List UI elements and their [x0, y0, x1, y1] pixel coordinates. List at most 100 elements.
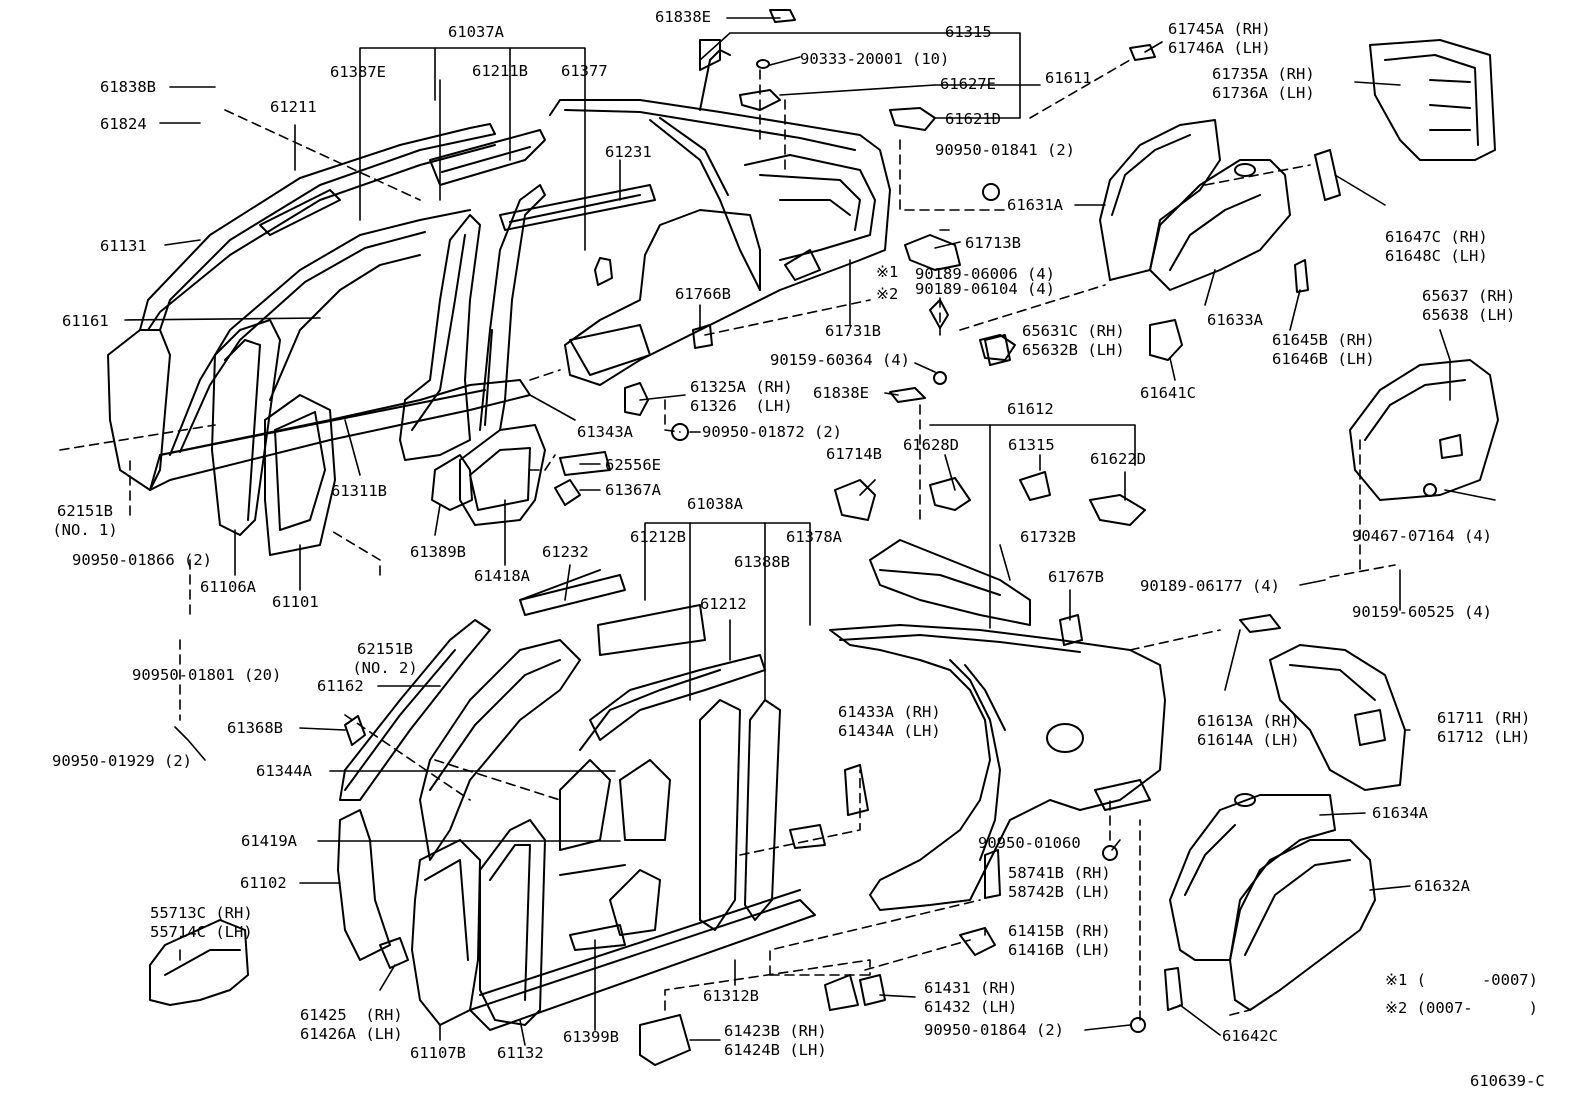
- part-label-61766B: 61766B: [675, 285, 731, 303]
- part-label-61161: 61161: [62, 312, 109, 330]
- part-label-61622D: 61622D: [1090, 450, 1146, 468]
- part-label-65631C: 65631C (RH) 65632B (LH): [1022, 322, 1125, 359]
- rear-wheel-house-lower: [1164, 614, 1406, 1011]
- part-label-61037A: 61037A: [448, 23, 504, 41]
- part-label-61415B: 61415B (RH) 61416B (LH): [1008, 922, 1111, 959]
- note-mark-1: ※1: [876, 263, 899, 281]
- upper-quarter-panel: [549, 9, 1156, 441]
- part-label-61418A: 61418A: [474, 567, 530, 585]
- part-label-62151B-no2: 62151B (NO. 2): [352, 640, 418, 677]
- part-label-61132: 61132: [497, 1044, 544, 1062]
- part-label-90950-01866: 90950-01866 (2): [72, 551, 212, 569]
- part-label-61038A: 61038A: [687, 495, 743, 513]
- part-label-61745A: 61745A (RH) 61746A (LH): [1168, 20, 1271, 57]
- part-label-61211B: 61211B: [472, 62, 528, 80]
- part-label-61838B: 61838B: [100, 78, 156, 96]
- part-label-61315-top: 61315: [945, 23, 992, 41]
- part-label-90950-01801: 90950-01801 (20): [132, 666, 282, 684]
- part-label-61612: 61612: [1007, 400, 1054, 418]
- part-label-61387E: 61387E: [330, 63, 386, 81]
- drawing-code: 610639-C: [1470, 1072, 1545, 1090]
- part-label-61767B: 61767B: [1048, 568, 1104, 586]
- part-label-61212B: 61212B: [630, 528, 686, 546]
- part-label-61647C: 61647C (RH) 61648C (LH): [1385, 228, 1488, 265]
- part-label-61315-mid: 61315: [1008, 436, 1055, 454]
- part-label-61634A: 61634A: [1372, 804, 1428, 822]
- part-label-61628D: 61628D: [903, 436, 959, 454]
- part-label-55713C: 55713C (RH) 55714C (LH): [150, 904, 253, 941]
- part-label-90950-01864: 90950-01864 (2): [924, 1021, 1064, 1039]
- part-label-61101: 61101: [272, 593, 319, 611]
- part-label-61824: 61824: [100, 115, 147, 133]
- part-label-90950-01872: 90950-01872 (2): [702, 423, 842, 441]
- part-label-61232: 61232: [542, 543, 589, 561]
- part-label-90189-06177: 90189-06177 (4): [1140, 577, 1280, 595]
- part-label-90950-01841: 90950-01841 (2): [935, 141, 1075, 159]
- part-label-61325A: 61325A (RH) 61326 (LH): [690, 378, 793, 415]
- upper-side-member-assembly: [107, 123, 656, 556]
- part-label-61611: 61611: [1045, 69, 1092, 87]
- lower-side-member-assembly: [149, 569, 826, 1066]
- part-label-90467-07164: 90467-07164 (4): [1352, 527, 1492, 545]
- part-label-61713B: 61713B: [965, 234, 1021, 252]
- part-label-61631A: 61631A: [1007, 196, 1063, 214]
- part-label-62556E: 62556E: [605, 456, 661, 474]
- part-label-61377: 61377: [561, 62, 608, 80]
- leader-lines: [124, 17, 1496, 1046]
- footnote-2: ※2 (0007- ): [1385, 999, 1538, 1017]
- part-label-61378A: 61378A: [786, 528, 842, 546]
- part-label-61735A: 61735A (RH) 61736A (LH): [1212, 65, 1315, 102]
- part-label-61162: 61162: [317, 677, 364, 695]
- part-label-61367A: 61367A: [605, 481, 661, 499]
- part-label-61344A: 61344A: [256, 762, 312, 780]
- part-label-61388B: 61388B: [734, 553, 790, 571]
- part-label-65637: 65637 (RH) 65638 (LH): [1422, 287, 1516, 324]
- mid-brackets: [554, 451, 1146, 646]
- part-label-61731B: 61731B: [825, 322, 881, 340]
- part-label-61311B: 61311B: [331, 482, 387, 500]
- part-label-61368B: 61368B: [227, 719, 283, 737]
- part-label-90159-60525: 90159-60525 (4): [1352, 603, 1492, 621]
- part-label-61641C: 61641C: [1140, 384, 1196, 402]
- part-label-61633A: 61633A: [1207, 311, 1263, 329]
- part-label-61399B: 61399B: [563, 1028, 619, 1046]
- part-label-61102: 61102: [240, 874, 287, 892]
- part-label-61212: 61212: [700, 595, 747, 613]
- part-label-90333-20001: 90333-20001 (10): [800, 50, 950, 68]
- part-label-61613A: 61613A (RH) 61614A (LH): [1197, 712, 1300, 749]
- part-label-61714B: 61714B: [826, 445, 882, 463]
- part-label-62151B-no1: 62151B (NO. 1): [52, 502, 118, 539]
- rear-wheel-house-upper: [979, 39, 1499, 501]
- part-label-61106A: 61106A: [200, 578, 256, 596]
- part-label-61419A: 61419A: [241, 832, 297, 850]
- part-label-90950-01929: 90950-01929 (2): [52, 752, 192, 770]
- part-label-61211: 61211: [270, 98, 317, 116]
- part-label-90159-60364: 90159-60364 (4): [770, 351, 910, 369]
- part-label-61732B: 61732B: [1020, 528, 1076, 546]
- lower-quarter-panel: [824, 539, 1166, 1033]
- part-label-61231: 61231: [605, 143, 652, 161]
- part-label-61312B: 61312B: [703, 987, 759, 1005]
- part-label-61433A: 61433A (RH) 61434A (LH): [838, 703, 941, 740]
- part-label-61389B: 61389B: [410, 543, 466, 561]
- part-label-90189-06104: 90189-06104 (4): [915, 280, 1055, 298]
- part-label-61711: 61711 (RH) 61712 (LH): [1437, 709, 1531, 746]
- dashed-alignment-lines: [59, 59, 1396, 1021]
- part-label-61645B: 61645B (RH) 61646B (LH): [1272, 331, 1375, 368]
- part-label-61632A: 61632A: [1414, 877, 1470, 895]
- part-label-61642C: 61642C: [1222, 1027, 1278, 1045]
- part-label-61107B: 61107B: [410, 1044, 466, 1062]
- part-label-61431: 61431 (RH) 61432 (LH): [924, 979, 1018, 1016]
- footnote-1: ※1 ( -0007): [1385, 971, 1538, 989]
- part-label-90189-06006: 90189-06006 (4): [915, 265, 1055, 283]
- note-mark-2: ※2: [876, 285, 899, 303]
- part-label-90950-01060: 90950-01060: [978, 834, 1081, 852]
- part-label-61423B: 61423B (RH) 61424B (LH): [724, 1022, 827, 1059]
- part-label-61621D: 61621D: [945, 110, 1001, 128]
- part-label-61131: 61131: [100, 237, 147, 255]
- part-label-61627E: 61627E: [940, 75, 996, 93]
- part-label-61425: 61425 (RH) 61426A (LH): [300, 1006, 403, 1043]
- part-label-61838E-top: 61838E: [655, 8, 711, 26]
